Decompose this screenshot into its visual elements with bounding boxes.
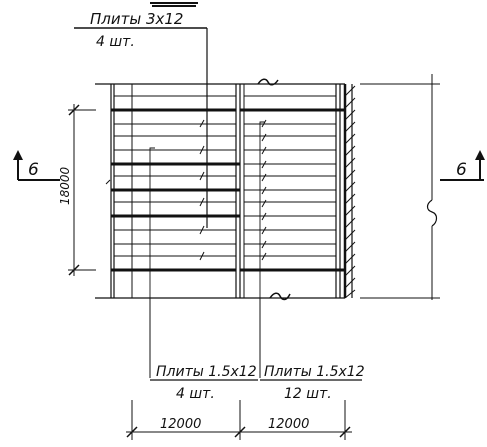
right-bay-heavy-lines <box>240 108 345 272</box>
bottom-left-label: Плиты 1.5x12 4 шт. <box>149 298 258 402</box>
vertical-dim-tick-top <box>68 104 80 116</box>
right-bay-slab-joints <box>244 95 336 257</box>
right-vertical-dimension <box>360 74 440 300</box>
section-right-label: 6 <box>456 160 467 180</box>
left-bay-heavy-slabs <box>111 108 240 272</box>
section-left-label: 6 <box>28 160 39 180</box>
arrow-up-icon <box>475 150 485 160</box>
left-bay-slab-joints <box>114 95 236 257</box>
arrow-up-icon <box>13 150 23 160</box>
left-bay-ticks <box>105 119 205 261</box>
wall-hatch-pattern <box>344 85 356 299</box>
left-bay-bracket <box>149 147 155 298</box>
bottom-dim-tick-mid <box>234 426 246 438</box>
right-bay-bracket <box>259 121 265 298</box>
section-mark-left: 6 <box>13 150 60 181</box>
hatched-wall <box>344 84 356 299</box>
right-bay-ticks <box>261 119 267 261</box>
bottom-left-title: Плиты 1.5x12 <box>156 364 257 380</box>
vertical-dim-label: 18000 <box>58 166 72 205</box>
bottom-dim-tick-left <box>126 426 138 438</box>
title-underline <box>150 2 198 7</box>
span-right-label: 12000 <box>268 417 309 432</box>
top-slabs-title: Плиты 3x12 <box>90 10 183 28</box>
break-mark-top <box>257 78 279 86</box>
section-mark-right: 6 <box>440 150 485 181</box>
bottom-horizontal-dimension: 12000 12000 <box>126 400 352 440</box>
top-slabs-count: 4 шт. <box>96 34 135 50</box>
span-left-label: 12000 <box>160 417 201 432</box>
bottom-right-count: 12 шт. <box>284 386 332 402</box>
break-line-icon <box>426 199 438 227</box>
vertical-dim-tick-bottom <box>68 264 80 276</box>
bottom-right-title: Плиты 1.5x12 <box>264 364 365 380</box>
break-mark-bottom <box>269 292 291 301</box>
bottom-left-count: 4 шт. <box>176 386 215 402</box>
top-slabs-label: Плиты 3x12 4 шт. <box>74 10 208 228</box>
bottom-right-label: Плиты 1.5x12 12 шт. <box>259 298 365 402</box>
vertical-dimension: 18000 <box>58 104 96 276</box>
bottom-dim-tick-right <box>339 426 351 438</box>
